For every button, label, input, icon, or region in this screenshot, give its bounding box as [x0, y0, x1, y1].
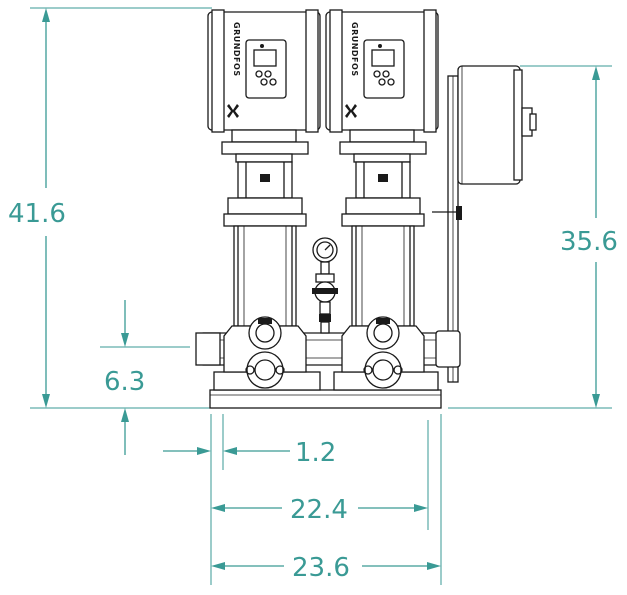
dim-label-overall-width: 23.6: [292, 553, 350, 583]
dim-inner-width: 22.4: [211, 495, 428, 525]
dim-tank-height: 35.6: [448, 65, 618, 409]
pressure-gauge-assembly: [312, 237, 338, 334]
dim-base-height: 6.3: [100, 300, 190, 455]
expansion-tank: [432, 65, 537, 383]
pump-1-indicator-icon: [260, 44, 264, 48]
pump-2-indicator-icon: [378, 44, 382, 48]
pump-2-brand: GRUNDFOS: [350, 22, 359, 77]
pump-1-brand: GRUNDFOS: [232, 22, 241, 77]
dim-overall-width: 23.6: [211, 553, 441, 583]
pump-1: GRUNDFOS: [207, 9, 321, 389]
pump-1-logo-icon: [227, 104, 239, 118]
base-plate: [209, 371, 442, 409]
dim-label-base-height: 6.3: [104, 367, 145, 397]
dim-label-tank-height: 35.6: [560, 227, 618, 257]
dim-offset: 1.2: [163, 438, 336, 468]
pump-1-display: [245, 39, 287, 99]
dim-label-overall-height: 41.6: [8, 199, 66, 229]
pump-2-display: [363, 39, 405, 99]
dim-overall-height: 41.6: [8, 7, 212, 409]
dim-label-offset: 1.2: [295, 438, 336, 468]
dim-label-inner-width: 22.4: [290, 495, 348, 525]
pump-2-logo-icon: [345, 104, 357, 118]
pump-2: GRUNDFOS: [325, 9, 439, 389]
